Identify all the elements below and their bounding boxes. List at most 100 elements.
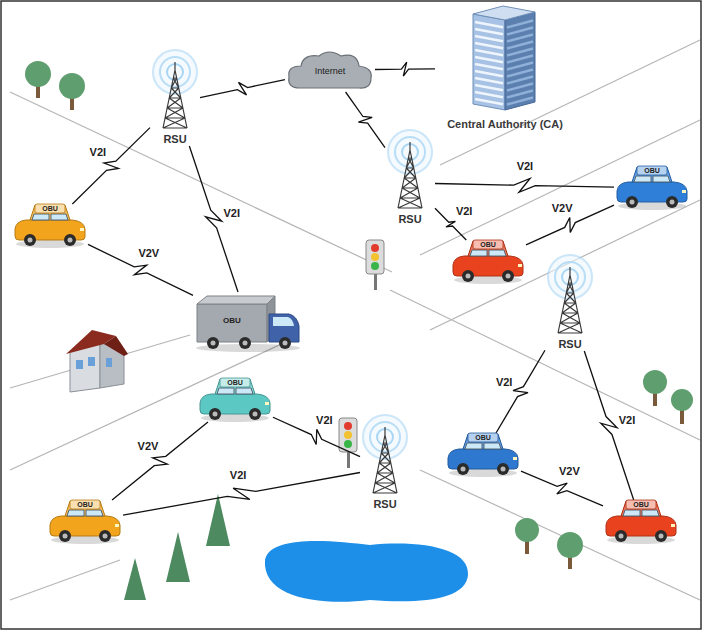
link-label: V2I	[314, 413, 335, 426]
wireless-link	[496, 350, 545, 433]
traffic-light-body	[366, 240, 384, 274]
cloud-shape	[289, 52, 372, 88]
building-roof	[473, 6, 535, 20]
car-wheel	[457, 463, 469, 475]
car-window	[484, 443, 501, 449]
rsu-label: RSU	[373, 497, 396, 511]
car-window	[86, 510, 103, 516]
vehicle-obu: OBU	[445, 433, 521, 477]
house	[66, 330, 128, 392]
car-wheel	[462, 270, 474, 282]
obu-label: OBU	[644, 166, 660, 175]
truck-hub	[243, 341, 248, 346]
truck-window	[273, 317, 294, 326]
car-headlight	[265, 402, 269, 405]
link-label: V2I	[454, 204, 475, 217]
car-headlight	[513, 457, 517, 460]
house-window	[106, 358, 112, 367]
car-hub	[659, 534, 664, 539]
obu-label: OBU	[227, 378, 243, 387]
car-hub	[670, 200, 675, 205]
roads	[10, 40, 700, 600]
internet-cloud: Internet	[285, 48, 375, 92]
car-roof	[473, 240, 503, 249]
car-cabin	[65, 501, 105, 516]
car-window	[67, 510, 84, 516]
car-roof	[637, 166, 667, 175]
car-cabin	[215, 379, 255, 394]
wireless-link	[200, 80, 285, 98]
building-window	[475, 50, 503, 55]
car-window	[623, 510, 640, 516]
traffic-light-body	[339, 418, 357, 452]
central-authority-shape	[435, 4, 575, 132]
car-cabin	[621, 501, 661, 516]
traffic-light	[339, 418, 357, 468]
car-window	[653, 176, 670, 182]
truck-hub	[283, 341, 288, 346]
rsu-label: RSU	[163, 132, 186, 146]
car-hub	[619, 534, 624, 539]
car-wheel	[249, 408, 261, 420]
wireless-link	[346, 92, 385, 148]
car-headlight	[518, 264, 522, 267]
car-roof	[70, 500, 100, 509]
car-hub	[213, 412, 218, 417]
car-wheel	[655, 530, 667, 542]
road-edge	[420, 120, 700, 255]
building-window	[507, 28, 533, 35]
rsu-label: RSU	[558, 337, 581, 351]
central-authority: Central Authority (CA)	[435, 4, 575, 132]
car-wheel	[99, 530, 111, 542]
traffic-lamp	[371, 262, 379, 270]
road-edge	[10, 340, 290, 470]
rsu-tower: RSU	[385, 140, 435, 226]
building-window	[507, 42, 533, 49]
truck-hub	[211, 341, 216, 346]
car-window	[642, 510, 659, 516]
traffic-light-pole	[374, 272, 377, 290]
car-hub	[68, 238, 73, 243]
tree-crown	[671, 389, 693, 411]
conifer-tree	[166, 532, 190, 582]
traffic-lamp	[344, 440, 352, 448]
building-window	[507, 21, 533, 28]
vehicle-obu: OBU	[12, 204, 88, 248]
vehicle-obu: OBU	[614, 166, 690, 210]
house-window	[88, 357, 95, 366]
truck-cargo	[197, 304, 267, 342]
obu-label: OBU	[77, 500, 93, 509]
car-cabin	[30, 205, 70, 220]
building-face	[505, 12, 535, 110]
truck-cargo-top	[197, 296, 275, 304]
car-headlight	[80, 228, 84, 231]
traffic-lamp	[371, 253, 379, 261]
obu-label: OBU	[633, 500, 649, 509]
tree-crown	[515, 518, 539, 542]
traffic-lamp	[371, 244, 379, 252]
car-hub	[506, 274, 511, 279]
road-edge	[10, 560, 120, 600]
link-label: V2V	[550, 201, 575, 214]
building-window	[475, 43, 503, 48]
building-window	[507, 49, 533, 56]
vehicle-obu: OBU	[603, 500, 679, 544]
car-wheel	[497, 463, 509, 475]
road-edge	[390, 290, 700, 440]
car-roof	[468, 433, 498, 442]
vehicle-obu: OBU	[450, 240, 526, 284]
building-window	[507, 77, 533, 84]
car-wheel	[615, 530, 627, 542]
building-window	[507, 56, 533, 63]
building-face	[473, 14, 505, 110]
car-hub	[501, 467, 506, 472]
car-window	[470, 250, 487, 256]
tower-lattice	[163, 62, 187, 128]
lake	[265, 541, 468, 602]
truck-obu: OBU	[193, 292, 303, 352]
rsu-label: RSU	[398, 212, 421, 226]
car-window	[489, 250, 506, 256]
building-window	[475, 22, 503, 27]
